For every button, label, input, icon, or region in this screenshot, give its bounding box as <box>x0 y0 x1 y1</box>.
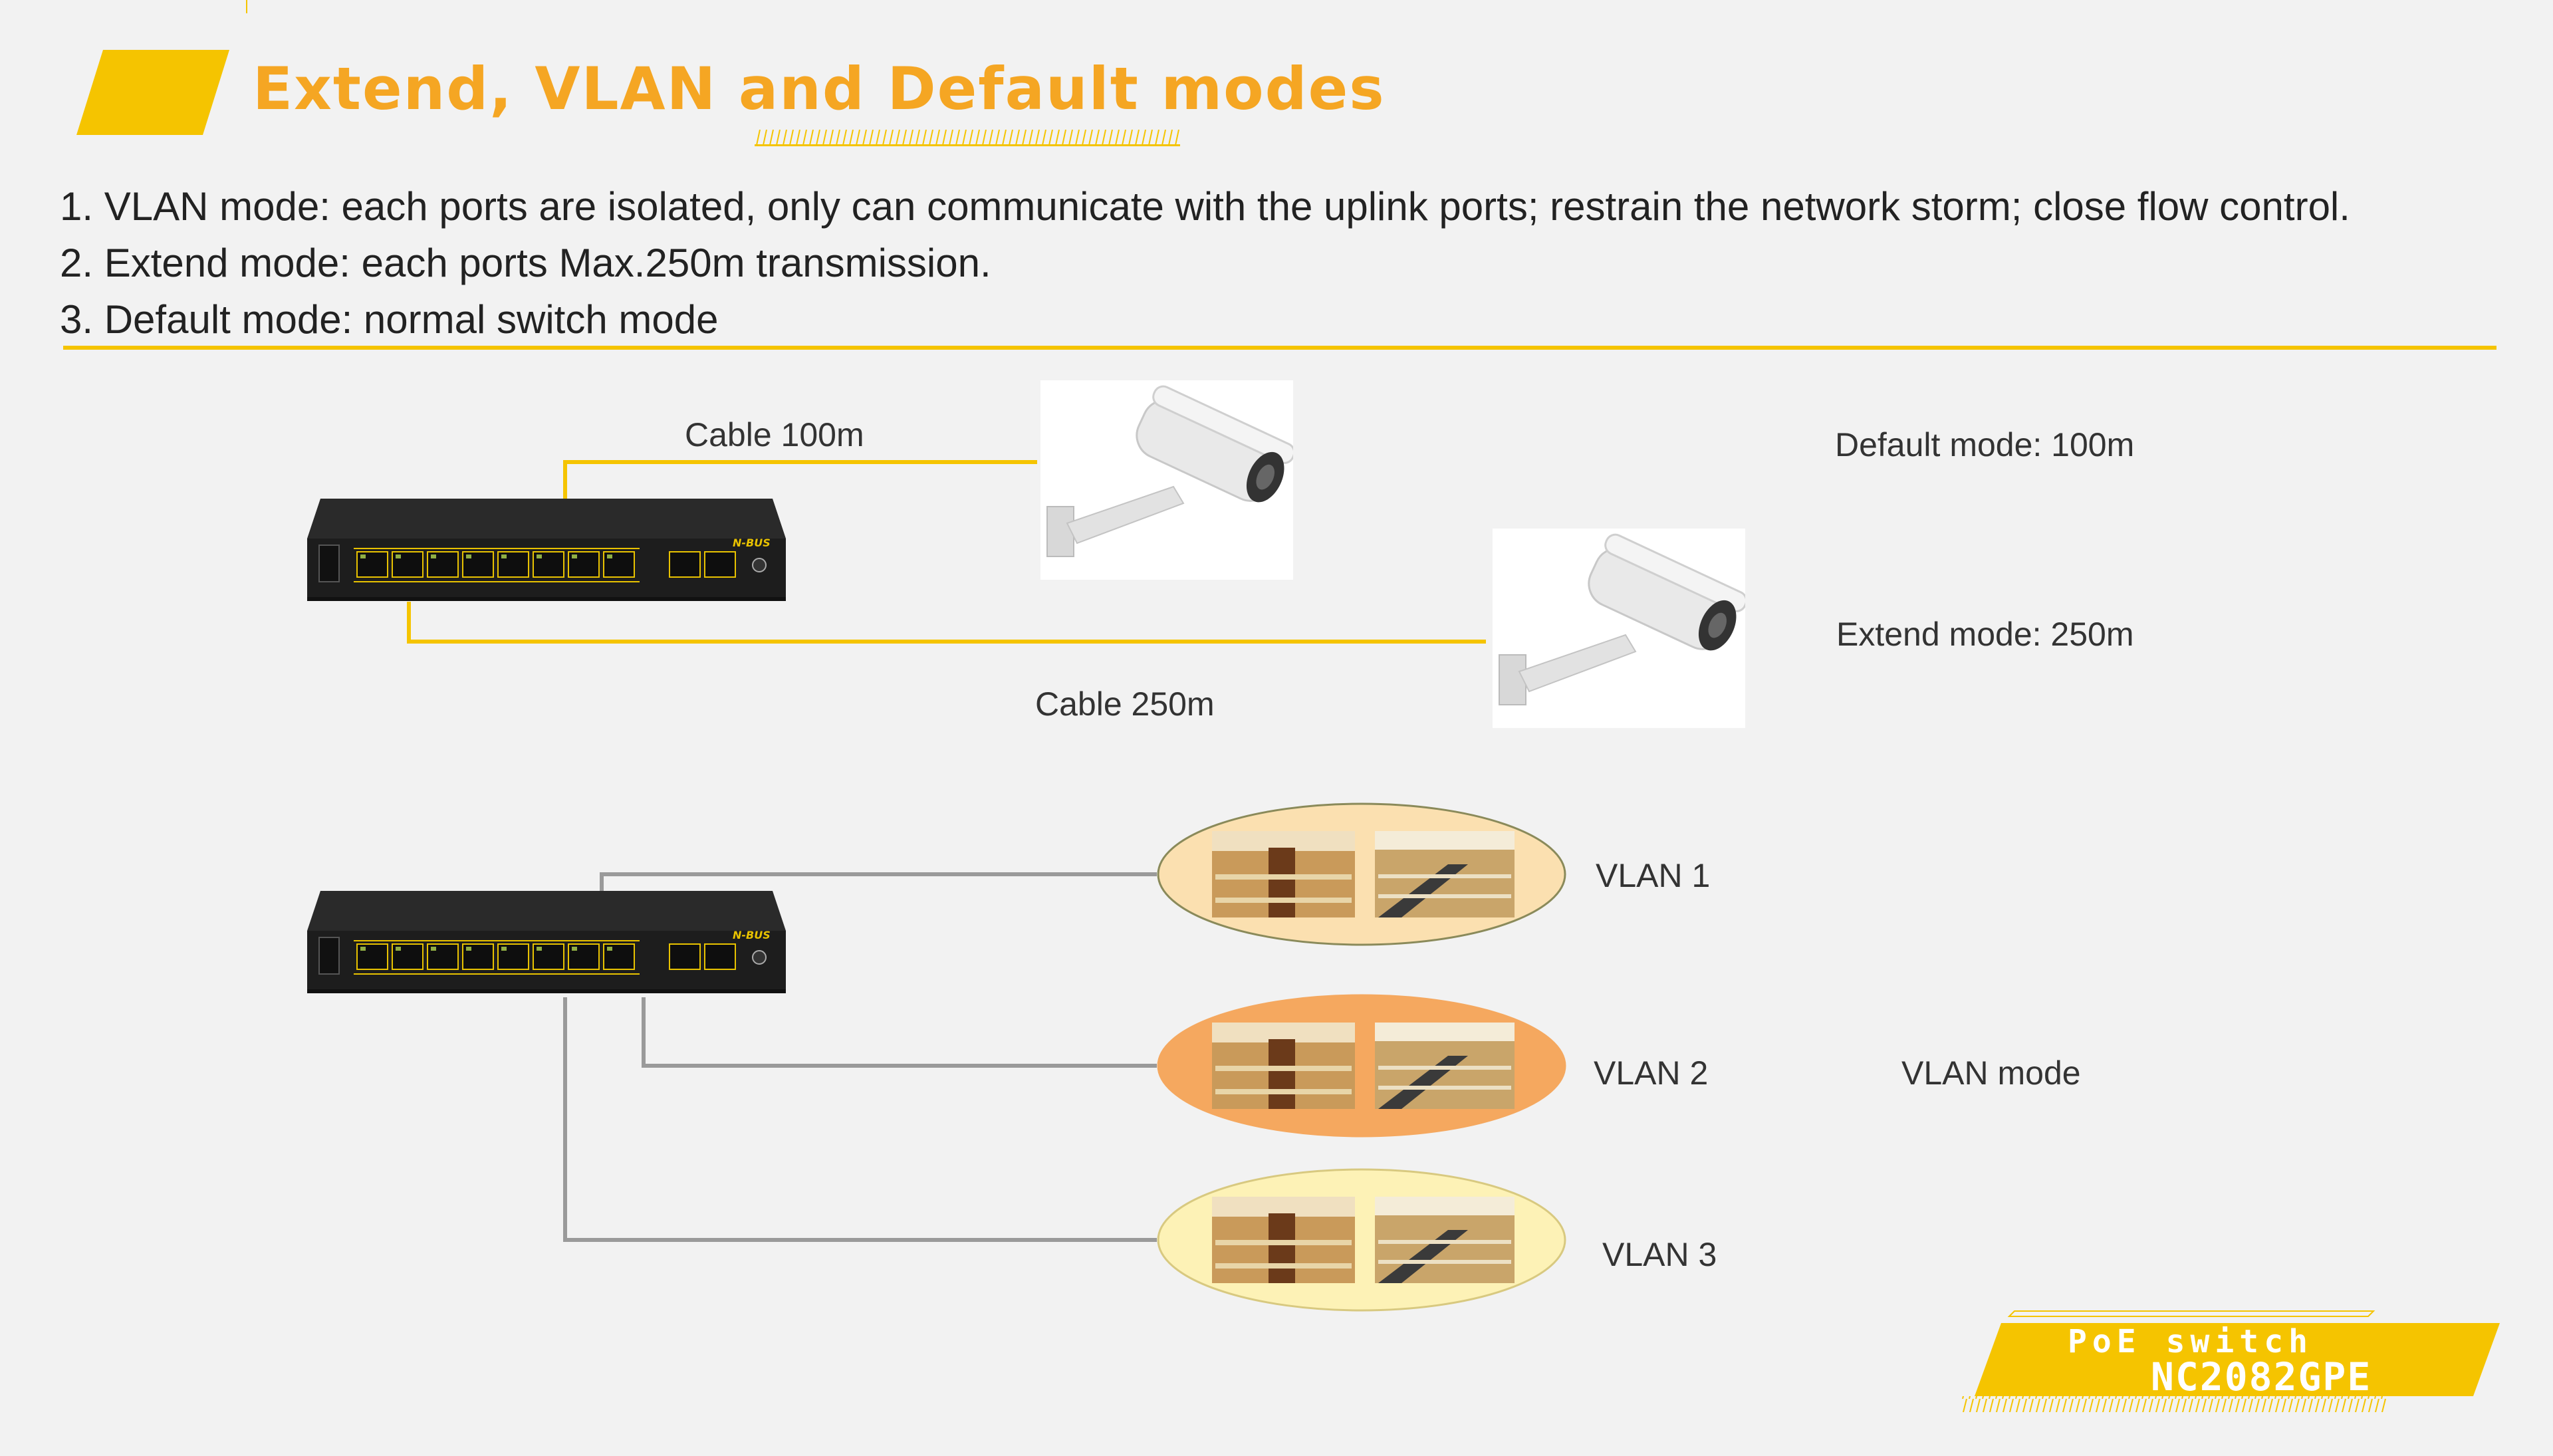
ip-camera-default-icon <box>1040 380 1293 580</box>
switch-brand-logo: N-BUS <box>733 929 771 941</box>
poe-switch-bottom: N-BUS <box>307 891 786 993</box>
vlan3-wire <box>563 997 1157 1242</box>
header-accent-bar <box>76 50 229 135</box>
title-underline-hatch <box>755 130 1180 146</box>
section-divider <box>63 346 2496 350</box>
cable-250m-wire <box>407 602 1486 644</box>
badge-model-number: NC2082GPE <box>2151 1354 2372 1399</box>
cable-250m-label: Cable 250m <box>1035 685 1215 723</box>
point-vlan-mode: 1. VLAN mode: each ports are isolated, o… <box>60 184 2350 229</box>
point-extend-mode: 2. Extend mode: each ports Max.250m tran… <box>60 241 991 285</box>
vlan3-label: VLAN 3 <box>1602 1236 1717 1273</box>
poe-switch-top: N-BUS <box>307 499 786 601</box>
product-badge <box>1961 1310 2500 1412</box>
top-accent-line <box>246 0 247 13</box>
cable-100m-label: Cable 100m <box>685 416 864 453</box>
vlan1-label: VLAN 1 <box>1596 857 1711 894</box>
extend-mode-label: Extend mode: 250m <box>1836 616 2134 653</box>
page-title: Extend, VLAN and Default modes <box>253 55 1386 123</box>
switch-brand-logo: N-BUS <box>733 537 771 549</box>
mode-description-list: 1. VLAN mode: each ports are isolated, o… <box>60 178 2350 348</box>
badge-product-type: PoE switch <box>2068 1323 2313 1360</box>
vlan1-wire <box>600 872 1157 894</box>
default-mode-label: Default mode: 100m <box>1835 426 2135 463</box>
vlan2-wire <box>642 997 1157 1068</box>
point-default-mode: 3. Default mode: normal switch mode <box>60 297 719 342</box>
vlan3-group <box>1157 1168 1566 1312</box>
vlan-mode-label: VLAN mode <box>1901 1054 2081 1092</box>
vlan1-group <box>1157 802 1566 946</box>
vlan2-group <box>1157 994 1566 1138</box>
ip-camera-extend-icon <box>1493 529 1745 728</box>
vlan2-label: VLAN 2 <box>1594 1054 1709 1092</box>
